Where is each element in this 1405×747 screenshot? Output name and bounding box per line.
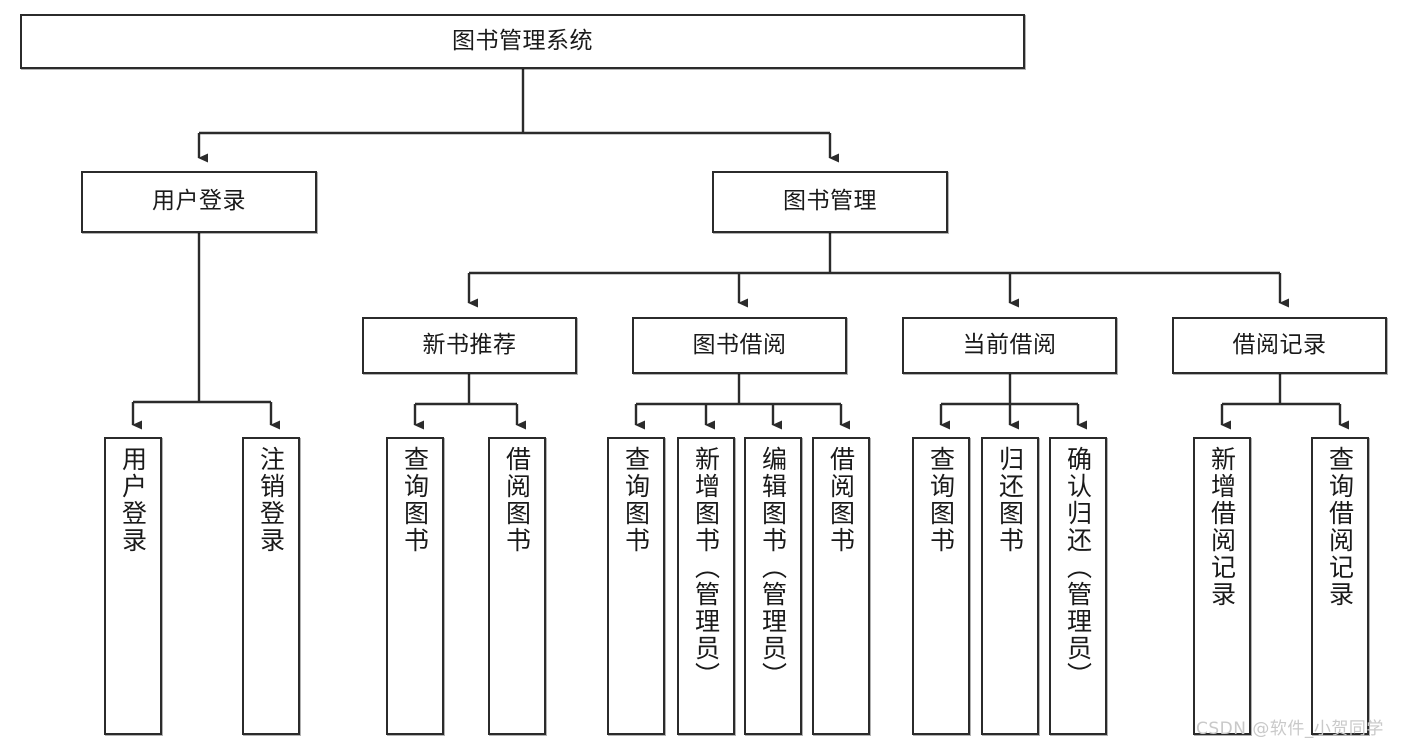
node-user-login[interactable]: 用户登录 bbox=[81, 171, 317, 233]
leaf-current-borrow-confirm[interactable]: 确认归还（管理员） bbox=[1049, 437, 1107, 735]
leaf-book-borrow-add[interactable]: 新增图书（管理员） bbox=[677, 437, 735, 735]
node-new-book-recommend-label: 新书推荐 bbox=[422, 331, 517, 358]
node-borrow-record[interactable]: 借阅记录 bbox=[1172, 317, 1387, 374]
leaf-label: 新增借阅记录 bbox=[1207, 446, 1237, 608]
node-book-borrow-label: 图书借阅 bbox=[692, 331, 787, 358]
node-current-borrow[interactable]: 当前借阅 bbox=[902, 317, 1117, 374]
node-new-book-recommend[interactable]: 新书推荐 bbox=[362, 317, 577, 374]
leaf-label: 注销登录 bbox=[256, 446, 286, 554]
leaf-user-login-logout[interactable]: 注销登录 bbox=[242, 437, 300, 735]
leaf-book-borrow-edit[interactable]: 编辑图书（管理员） bbox=[744, 437, 802, 735]
leaf-label: 用户登录 bbox=[118, 446, 148, 554]
leaf-borrow-record-add[interactable]: 新增借阅记录 bbox=[1193, 437, 1251, 735]
leaf-label: 新增图书（管理员） bbox=[691, 446, 721, 689]
leaf-current-borrow-return[interactable]: 归还图书 bbox=[981, 437, 1039, 735]
csdn-watermark: CSDN @软件_小贺同学 bbox=[1196, 719, 1384, 739]
leaf-label: 查询图书 bbox=[926, 446, 956, 554]
leaf-new-book-borrow[interactable]: 借阅图书 bbox=[488, 437, 546, 735]
leaf-borrow-record-query[interactable]: 查询借阅记录 bbox=[1311, 437, 1369, 735]
node-user-login-label: 用户登录 bbox=[152, 188, 246, 215]
leaf-label: 查询图书 bbox=[621, 446, 651, 554]
node-borrow-record-label: 借阅记录 bbox=[1232, 331, 1327, 358]
node-root[interactable]: 图书管理系统 bbox=[20, 14, 1025, 69]
leaf-label: 借阅图书 bbox=[502, 446, 532, 554]
leaf-label: 借阅图书 bbox=[826, 446, 856, 554]
leaf-label: 查询借阅记录 bbox=[1325, 446, 1355, 608]
node-root-label: 图书管理系统 bbox=[452, 27, 593, 54]
leaf-user-login-login[interactable]: 用户登录 bbox=[104, 437, 162, 735]
leaf-label: 确认归还（管理员） bbox=[1063, 446, 1093, 689]
leaf-label: 归还图书 bbox=[995, 446, 1025, 554]
leaf-book-borrow-borrow[interactable]: 借阅图书 bbox=[812, 437, 870, 735]
node-book-management-label: 图书管理 bbox=[783, 188, 877, 215]
node-book-borrow[interactable]: 图书借阅 bbox=[632, 317, 847, 374]
leaf-label: 查询图书 bbox=[400, 446, 430, 554]
leaf-new-book-query[interactable]: 查询图书 bbox=[386, 437, 444, 735]
leaf-label: 编辑图书（管理员） bbox=[758, 446, 788, 689]
leaf-book-borrow-query[interactable]: 查询图书 bbox=[607, 437, 665, 735]
node-current-borrow-label: 当前借阅 bbox=[962, 331, 1057, 358]
node-book-management[interactable]: 图书管理 bbox=[712, 171, 948, 233]
leaf-current-borrow-query[interactable]: 查询图书 bbox=[912, 437, 970, 735]
